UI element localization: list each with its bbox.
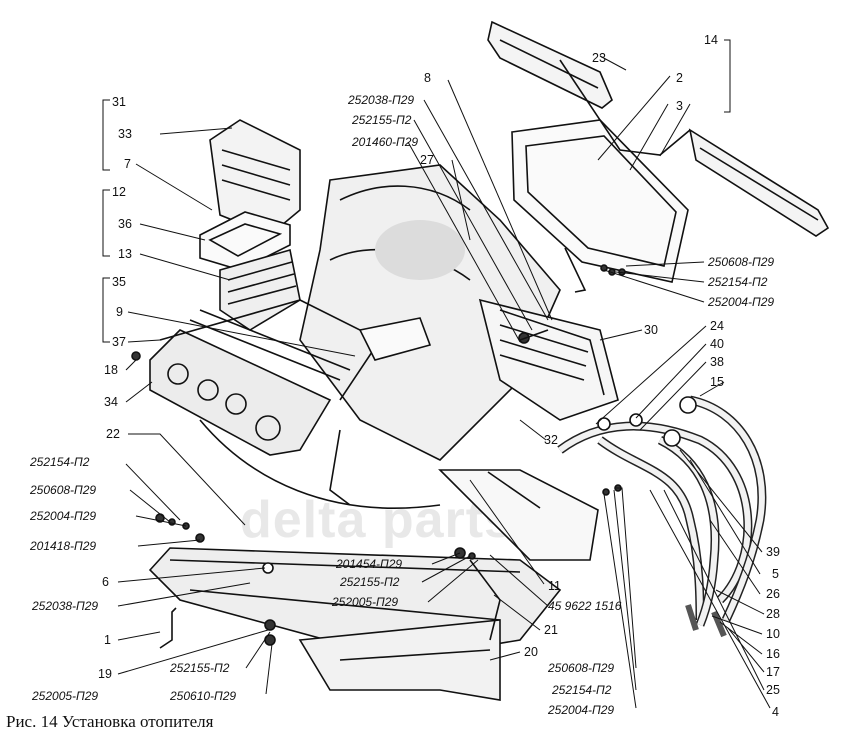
callout-22: 22 [106,427,120,441]
callout-40: 40 [710,337,724,351]
callout-3: 3 [676,99,683,113]
callout-21: 21 [544,623,558,637]
callout-252038-left: 252038-П29 [31,599,98,613]
duct-36 [199,211,291,271]
watermark: delta parts [240,491,514,549]
callout-10: 10 [766,627,780,641]
callout-252154-right: 252154-П2 [707,275,768,289]
stud-1 [159,607,177,649]
callout-38: 38 [710,355,724,369]
callout-12: 12 [112,185,126,199]
callout-8: 8 [424,71,431,85]
callout-201460: 201460-П29 [351,135,418,149]
duct-33 [209,119,301,236]
callout-250608-left: 250608-П29 [29,483,96,497]
callout-13: 13 [118,247,132,261]
callout-252155-mid: 252155-П2 [339,575,400,589]
callout-17: 17 [766,665,780,679]
figure-caption: Рис. 14 Установка отопителя [6,712,214,731]
callout-4: 4 [772,705,779,719]
callout-7: 7 [124,157,131,171]
callout-250608-right: 250608-П29 [707,255,774,269]
cable-22 [199,419,441,509]
callout-4596221516: 45 9622 1516 [548,599,622,613]
callout-26: 26 [766,587,780,601]
callout-15: 15 [710,375,724,389]
callout-201454: 201454-П29 [335,557,402,571]
callout-19: 19 [98,667,112,681]
callout-16: 16 [766,647,780,661]
callout-252155-top: 252155-П2 [351,113,412,127]
callout-23: 23 [592,51,606,65]
heater-drawing [131,20,830,701]
callout-14: 14 [704,33,718,47]
callout-24: 24 [710,319,724,333]
callout-252155-bottom: 252155-П2 [169,661,230,675]
callout-6: 6 [102,575,109,589]
callout-36: 36 [118,217,132,231]
callout-27: 27 [420,153,434,167]
callout-252005-bottom: 252005-П29 [31,689,98,703]
callout-11: 11 [548,579,561,593]
callout-250608-bottom: 250608-П29 [547,661,614,675]
callout-9: 9 [116,305,123,319]
control-panel-34 [149,329,332,456]
callout-32: 32 [544,433,558,447]
callout-5: 5 [772,567,779,581]
callout-35: 35 [112,275,126,289]
callout-1: 1 [104,633,111,647]
callout-252154-bottom: 252154-П2 [551,683,612,697]
upper-duct-3 [688,128,830,237]
callout-31: 31 [112,95,126,109]
plate-11 [438,469,599,561]
callout-33: 33 [118,127,132,141]
callout-30: 30 [644,323,658,337]
callout-252004-right: 252004-П29 [707,295,774,309]
leader-lines [102,39,771,709]
callout-252004-left: 252004-П29 [29,509,96,523]
callout-25: 25 [766,683,780,697]
callout-252005-mid: 252005-П29 [331,595,398,609]
callout-34: 34 [104,395,118,409]
callout-252004-bottom: 252004-П29 [547,703,614,717]
heater-housing [299,164,561,461]
callout-2: 2 [676,71,683,85]
callout-18: 18 [104,363,118,377]
callout-201418: 201418-П29 [29,539,96,553]
shield-20 [298,619,501,701]
duct-13 [219,248,301,331]
callout-20: 20 [524,645,538,659]
callout-37: 37 [112,335,126,349]
callout-252038-top: 252038-П29 [347,93,414,107]
callout-250610: 250610-П29 [169,689,236,703]
callout-39: 39 [766,545,780,559]
callout-28: 28 [766,607,780,621]
callout-252154-left: 252154-П2 [29,455,90,469]
